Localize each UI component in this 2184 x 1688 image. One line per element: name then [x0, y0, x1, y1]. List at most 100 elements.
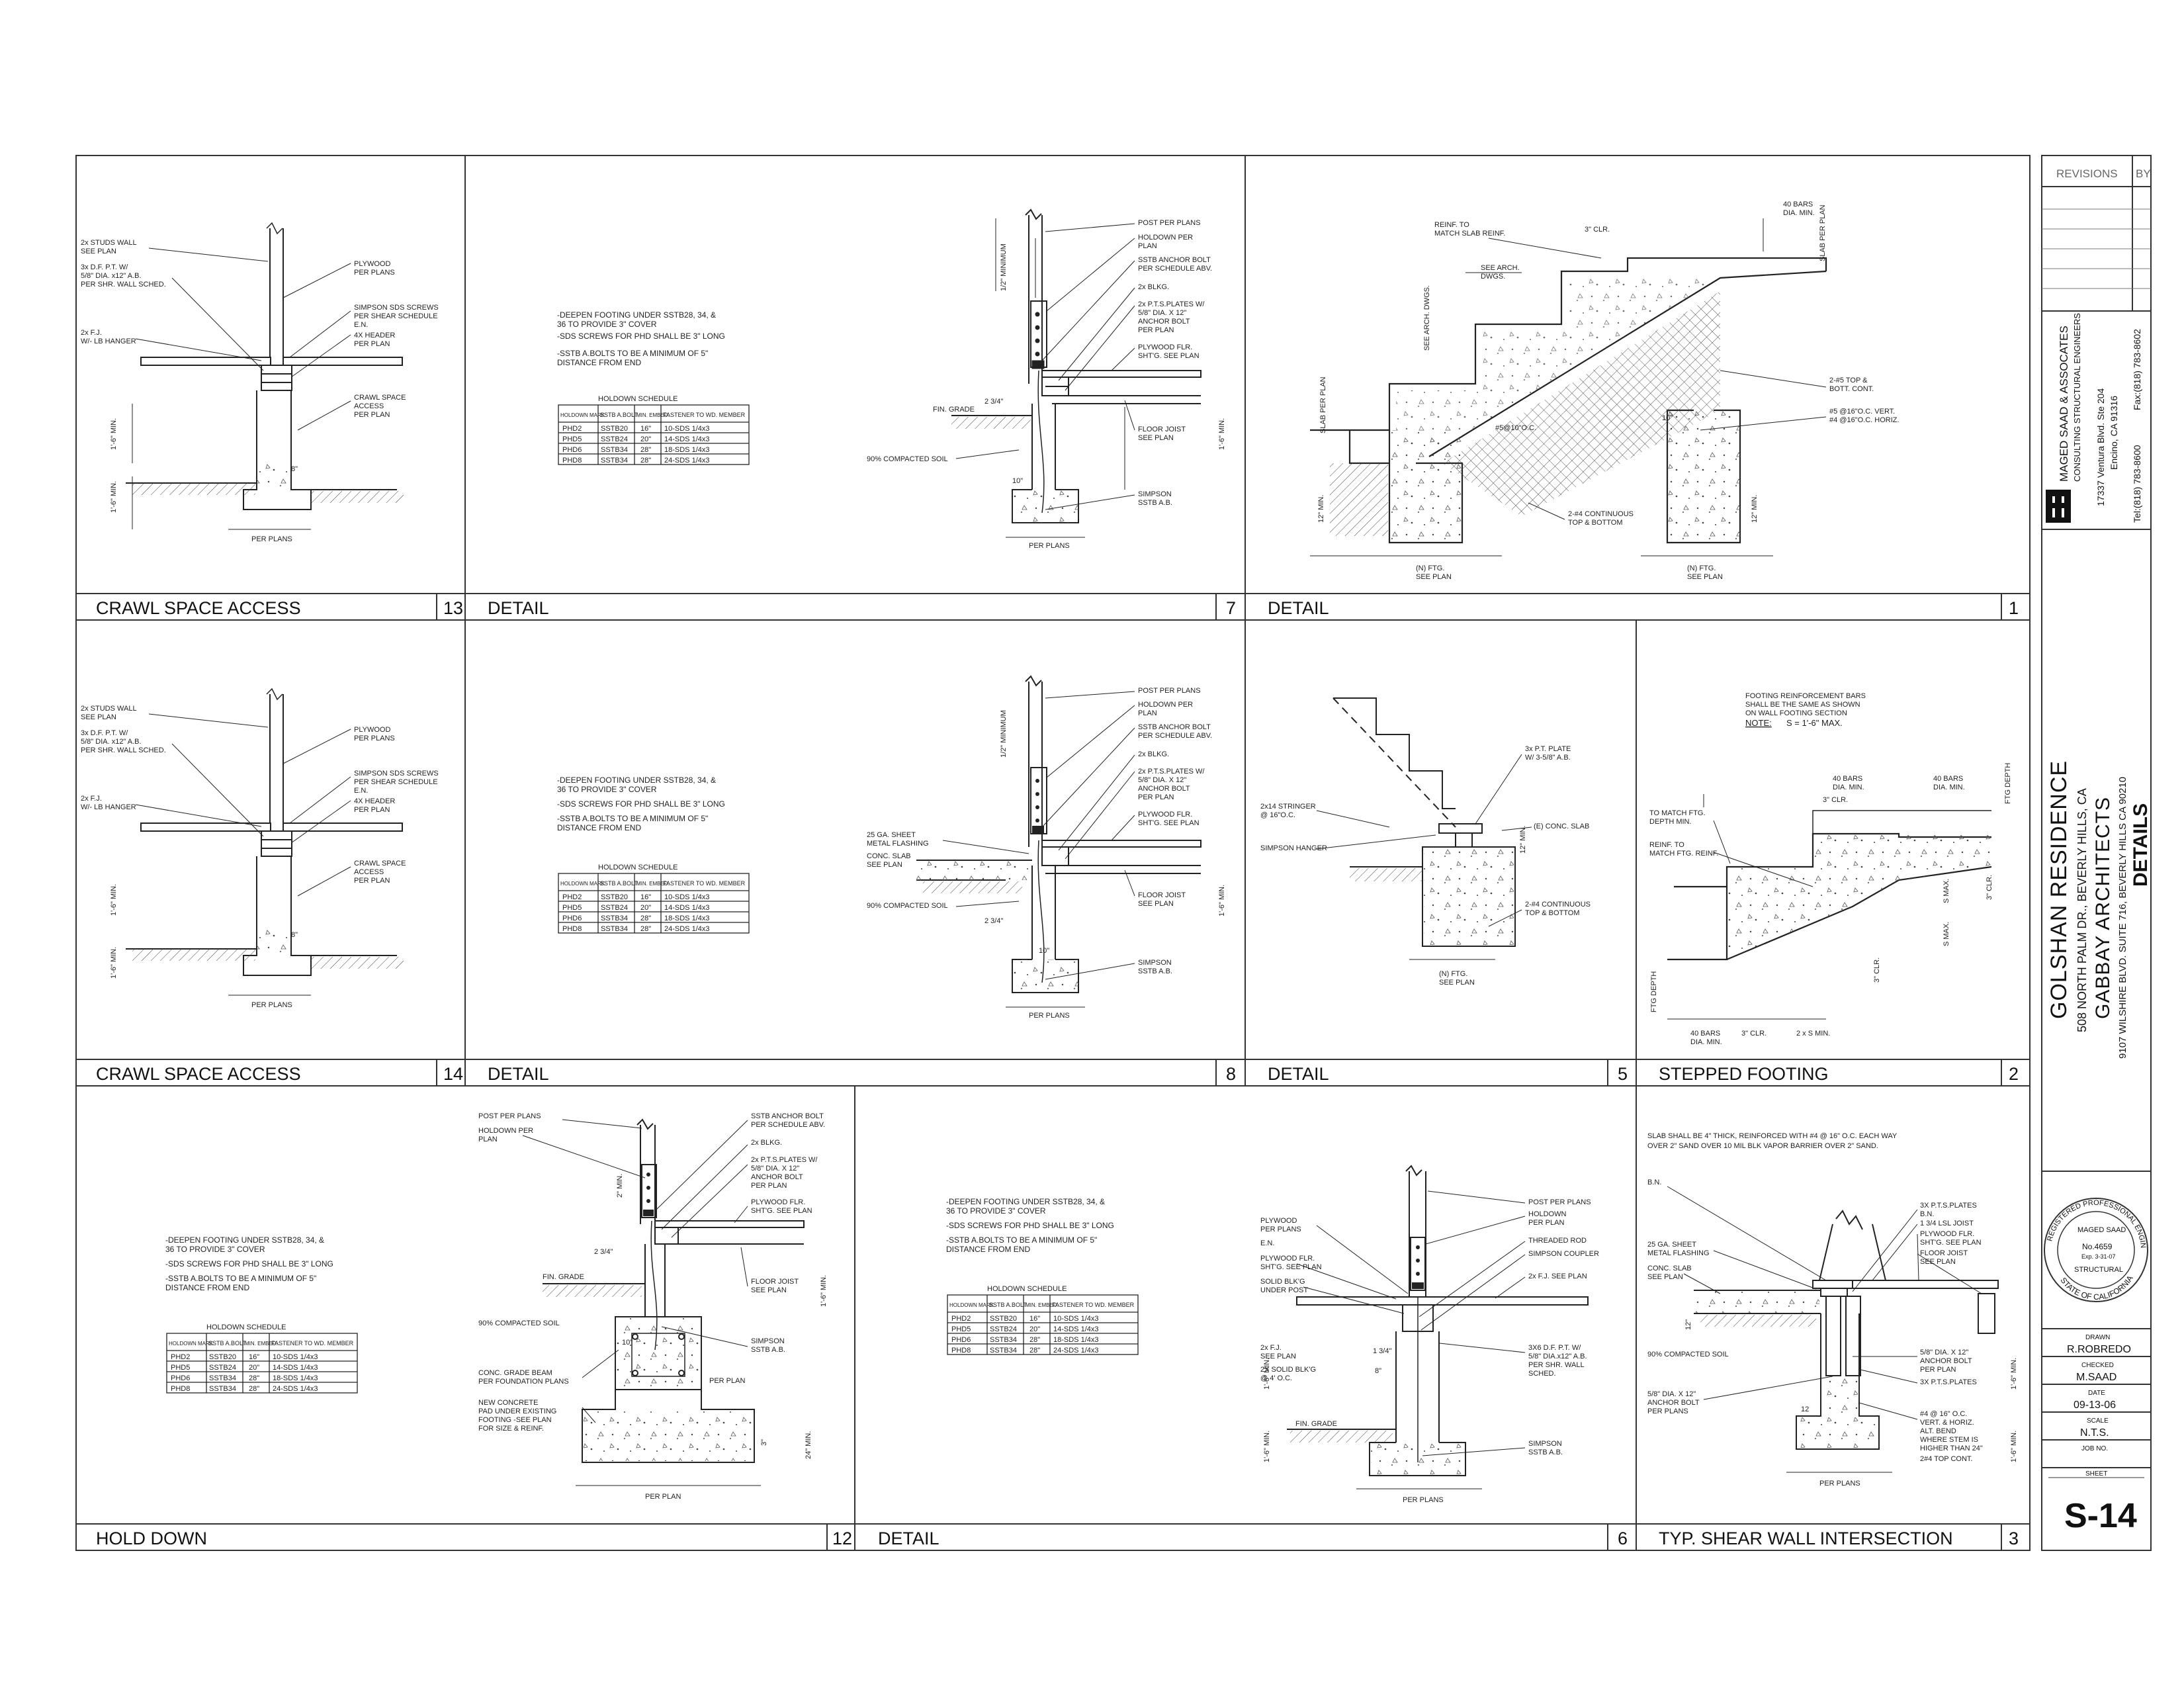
scale-label: SCALE [2087, 1417, 2109, 1425]
engineer-name: MAGED SAAD & ASSOCATES [2058, 326, 2070, 482]
annotation-label: 3" CLR. [1986, 875, 1993, 900]
annotation-label: 10-SDS 1/4x3 [664, 893, 709, 901]
annotation-label: E.N. [354, 321, 368, 329]
annotation-label: SEE PLAN [1647, 1273, 1683, 1281]
annotation-label: 28" [249, 1374, 259, 1382]
annotation-label: CONC. SLAB [1647, 1265, 1692, 1272]
annotation-label: 1/2" MINIMUM [1000, 710, 1008, 758]
annotation-label: FTG DEPTH [1650, 971, 1658, 1012]
annotation-label: 28" [640, 457, 651, 465]
annotation-label: PLAN [478, 1135, 498, 1143]
annotation-label: 2x BLKG. [1138, 283, 1169, 291]
annotation-label: SEE PLAN [1416, 573, 1452, 581]
annotation-label: -DEEPEN FOOTING UNDER SSTB28, 34, & [557, 310, 716, 320]
annotation-label: @ 16"O.C. [1260, 811, 1295, 819]
annotation-label: E.N. [354, 787, 368, 795]
annotation-label: 28" [640, 925, 651, 933]
detail-title: HOLD DOWN [96, 1529, 207, 1548]
annotation-label: S = 1'-6" MAX. [1786, 718, 1843, 728]
annotation-label: 18-SDS 1/4x3 [273, 1374, 318, 1382]
annotation-label: PER SCHEDULE ABV. [751, 1121, 825, 1129]
annotation-label: -SSTB A.BOLTS TO BE A MINIMUM OF 5" [165, 1274, 316, 1283]
annotation-label: SSTB20 [601, 893, 628, 901]
annotation-label: PER PLAN [354, 340, 390, 348]
annotation-label: SEE PLAN [81, 247, 116, 255]
detail-title: STEPPED FOOTING [1659, 1064, 1829, 1084]
annotation-label: SEE ARCH. [1481, 264, 1520, 272]
annotation-label: POST PER PLANS [478, 1112, 541, 1120]
annotation-label: -SSTB A.BOLTS TO BE A MINIMUM OF 5" [557, 814, 708, 823]
annotation-label: SSTB ANCHOR BOLT [751, 1112, 824, 1120]
annotation-label: 24-SDS 1/4x3 [273, 1385, 318, 1393]
annotation-label: CRAWL SPACE [354, 860, 406, 867]
drawn-by: R.ROBREDO [2067, 1344, 2131, 1355]
annotation-label: SSTB24 [601, 904, 628, 912]
holdown-section-7: POST PER PLANS HOLDOWN PER PLAN SSTB ANC… [867, 208, 1226, 550]
annotation-label: 40 BARS [1933, 775, 1963, 783]
annotation-label: 5/8" DIA. X 12" [751, 1165, 799, 1173]
annotation-label: SIMPSON COUPLER [1528, 1250, 1599, 1258]
annotation-label: 24-SDS 1/4x3 [1053, 1347, 1098, 1355]
annotation-label: SEE PLAN [81, 713, 116, 721]
annotation-label: 24" MIN. [805, 1431, 812, 1459]
annotation-label: SHT'G. SEE PLAN [1260, 1263, 1322, 1271]
annotation-label: SSTB A.B. [1138, 499, 1172, 507]
annotation-label: 2-#4 CONTINUOUS [1525, 901, 1591, 909]
engineer-tel: Tel:(818) 783-8600 [2132, 445, 2142, 523]
annotation-label: PER SCHEDULE ABV. [1138, 265, 1212, 273]
annotation-label: SSTB A.B. [751, 1346, 785, 1354]
annotation-label: ANCHOR BOLT [1138, 318, 1190, 326]
annotation-label: SSTB A.BOLT [989, 1302, 1027, 1308]
annotation-label: ANCHOR BOLT [1138, 785, 1190, 793]
annotation-label: SEE PLAN [1920, 1258, 1956, 1266]
annotation-label: PHD8 [562, 925, 582, 933]
annotation-label: SSTB A.B. [1138, 967, 1172, 975]
annotation-label: HOLDOWN PER [478, 1127, 533, 1135]
annotation-label: SSTB A.B. [1528, 1448, 1563, 1456]
annotation-label: 18-SDS 1/4x3 [664, 914, 709, 922]
annotation-label: 2x P.T.S.PLATES W/ [751, 1156, 818, 1164]
annotation-label: 2x14 STRINGER [1260, 803, 1316, 811]
annotation-label: 20" [640, 904, 651, 912]
stepped-footing-detail-2: FOOTING REINFORCEMENT BARS SHALL BE THE … [1649, 692, 2012, 1046]
annotation-label: MIN. EMBED. [1026, 1302, 1059, 1308]
annotation-label: PLYWOOD FLR. [1138, 343, 1192, 351]
annotation-label: 1'-6" MIN. [2010, 1431, 2018, 1462]
detail-number: 13 [443, 598, 463, 618]
annotation-label: MATCH SLAB REINF. [1434, 230, 1505, 238]
crawl-space-access-drawing: 2x STUDS WALL SEE PLAN 3x D.F. P.T. W/ 5… [81, 222, 439, 543]
engineer-address-1: 17337 Ventura Blvd. Ste 204 [2095, 388, 2106, 506]
annotation-label: ANCHOR BOLT [1647, 1399, 1700, 1407]
annotation-label: 2X SOLID BLK'G [1260, 1366, 1316, 1374]
annotation-label: PHD5 [951, 1325, 971, 1333]
annotation-label: DISTANCE FROM END [165, 1283, 249, 1292]
annotation-label: -SDS SCREWS FOR PHD SHALL BE 3" LONG [557, 332, 725, 341]
annotation-label: SHT'G. SEE PLAN [1138, 352, 1200, 360]
general-notes-8: -DEEPEN FOOTING UNDER SSTB28, 34, & 36 T… [557, 776, 725, 832]
annotation-label: 1 3/4 LSL JOIST [1920, 1220, 1974, 1227]
detail-number: 14 [443, 1064, 463, 1084]
annotation-label: 10" [1012, 477, 1023, 485]
annotation-label: 20" [249, 1364, 259, 1372]
annotation-label: 3x D.F. P.T. W/ [81, 263, 128, 271]
detail-number: 5 [1618, 1064, 1628, 1084]
annotation-label: 5/8" DIA. X 12" [1647, 1390, 1696, 1398]
annotation-label: 12" MIN. [1519, 826, 1527, 854]
annotation-label: REGISTERED PROFESSIONAL ENGINEER [0, 0, 2147, 1249]
annotation-label: PHD8 [171, 1385, 190, 1393]
annotation-label: PER PLANS [1403, 1496, 1444, 1504]
annotation-label: HOLDOWN SCHEDULE [987, 1285, 1067, 1293]
annotation-label: SIMPSON [1528, 1440, 1562, 1448]
annotation-label: 8" [291, 465, 298, 473]
annotation-label: 1'-6" MIN. [820, 1275, 828, 1307]
hold-down-detail-12: POST PER PLANS HOLDOWN PER PLAN SSTB ANC… [478, 1112, 828, 1501]
annotation-label: S MAX. [1943, 922, 1950, 946]
annotation-label: 2x F.J. SEE PLAN [1528, 1272, 1587, 1280]
annotation-label: SLAB SHALL BE 4" THICK, REINFORCED WITH … [1647, 1132, 1898, 1140]
annotation-label: ALT. BEND [1920, 1427, 1956, 1435]
engineer-logo-icon [2046, 490, 2071, 523]
annotation-label: SOLID BLK'G [1260, 1278, 1305, 1286]
annotation-label: PER PLANS [1260, 1225, 1301, 1233]
scale-value: N.T.S. [2080, 1427, 2109, 1439]
annotation-label: TOP & BOTTOM [1525, 909, 1580, 917]
